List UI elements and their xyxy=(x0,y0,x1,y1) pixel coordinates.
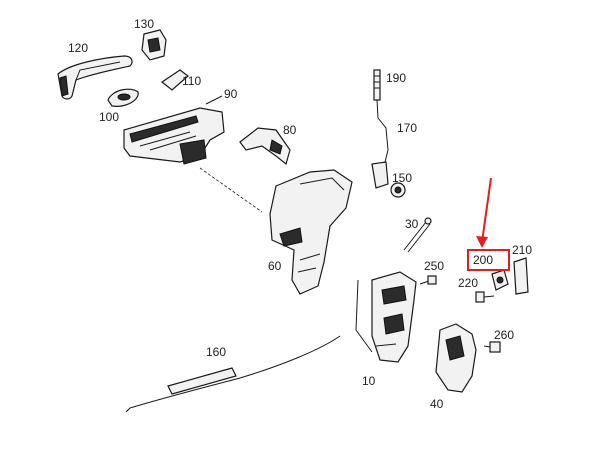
callout-30: 30 xyxy=(405,217,419,231)
part-190-pin xyxy=(373,69,381,101)
callout-40: 40 xyxy=(430,397,444,411)
part-260-bolt xyxy=(483,341,501,353)
callout-150: 150 xyxy=(392,171,413,185)
part-40-panel xyxy=(435,323,477,393)
part-100-gasket xyxy=(107,88,139,107)
part-10-door-lock xyxy=(355,271,417,363)
callout-190: 190 xyxy=(386,71,407,85)
callout-130: 130 xyxy=(134,17,155,31)
highlight-arrow xyxy=(476,177,492,248)
callout-120: 120 xyxy=(68,41,89,55)
part-110-plate xyxy=(160,69,189,91)
part-30-link xyxy=(403,217,432,253)
callout-170: 170 xyxy=(397,121,418,135)
callout-110: 110 xyxy=(182,74,202,88)
part-210-plate xyxy=(513,257,529,295)
callout-10: 10 xyxy=(362,374,376,388)
callout-60: 60 xyxy=(268,259,282,273)
callout-90: 90 xyxy=(224,87,238,101)
part-160-cable xyxy=(125,335,341,413)
part-80-bracket xyxy=(239,127,291,166)
part-handle-carrier xyxy=(123,95,225,165)
part-exterior-handle xyxy=(57,55,133,100)
part-handle-cap xyxy=(141,29,167,61)
callout-210: 210 xyxy=(512,243,533,257)
callout-200: 200 xyxy=(473,253,494,267)
callout-100: 100 xyxy=(99,110,120,124)
callout-160: 160 xyxy=(206,345,227,359)
part-150-grommet xyxy=(390,182,406,198)
leader-90-60 xyxy=(199,167,263,213)
callout-260: 260 xyxy=(494,328,515,342)
highlight-box xyxy=(467,249,510,271)
part-250-screw xyxy=(419,275,437,285)
part-170-rod xyxy=(371,99,389,189)
part-200-bracket xyxy=(491,269,509,291)
callout-250: 250 xyxy=(424,259,445,273)
callout-220: 220 xyxy=(458,276,479,290)
part-60-guide xyxy=(269,169,353,295)
part-220-bolt xyxy=(475,291,495,303)
callout-80: 80 xyxy=(283,123,297,137)
